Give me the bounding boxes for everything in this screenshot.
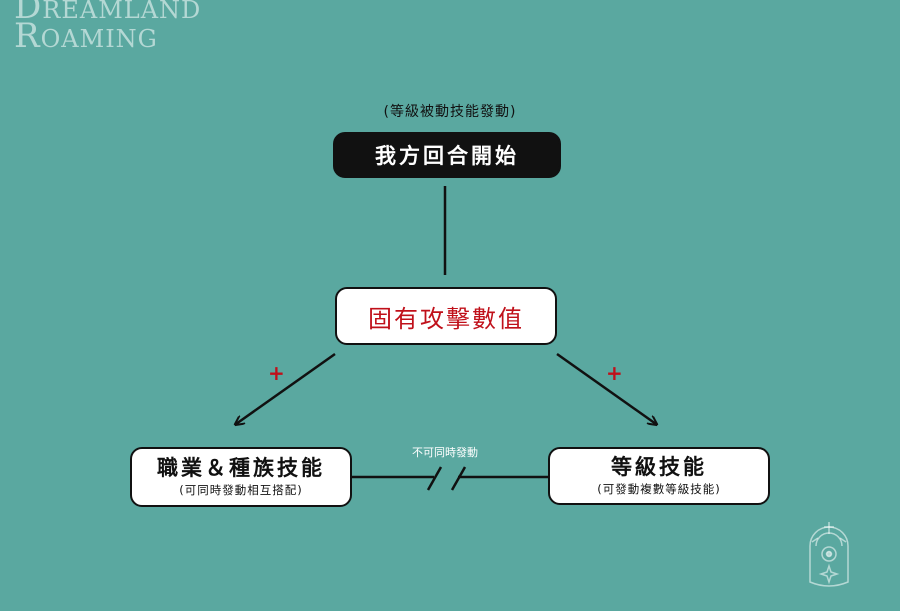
arrow-to-right-node [556,352,656,424]
plus-right: + [606,361,623,385]
break-slash-right [450,466,467,491]
turn-start-node: 我方回合開始 [333,132,561,178]
break-slash-left [426,466,443,491]
base-attack-label: 固有攻擊數值 [368,304,524,333]
turn-start-label: 我方回合開始 [375,144,519,168]
exclusive-note: 不可同時發動 [412,446,478,459]
arrow-to-left-node [236,352,336,424]
brand-line1-cap: D [14,0,43,27]
level-skill-title: 等級技能 [611,455,707,479]
class-race-skill-subtitle: (可同時發動相互搭配) [179,483,303,497]
brand-line2-rest: OAMING [40,25,158,53]
dreamland-emblem-icon [809,522,849,587]
level-skill-subtitle: (可發動複數等級技能) [597,482,721,496]
brand-logo: DREAMLAND ROAMING [14,0,202,53]
class-race-skill-title: 職業＆種族技能 [157,456,325,480]
plus-left: + [268,361,285,385]
brand-line2-cap: R [14,16,41,56]
class-race-skill-node: 職業＆種族技能 (可同時發動相互搭配) [130,447,352,507]
start-caption: (等級被動技能發動) [383,104,517,120]
level-skill-node: 等級技能 (可發動複數等級技能) [548,447,770,505]
brand-line1-rest: REAMLAND [42,0,202,24]
base-attack-node: 固有攻擊數值 [335,287,557,345]
